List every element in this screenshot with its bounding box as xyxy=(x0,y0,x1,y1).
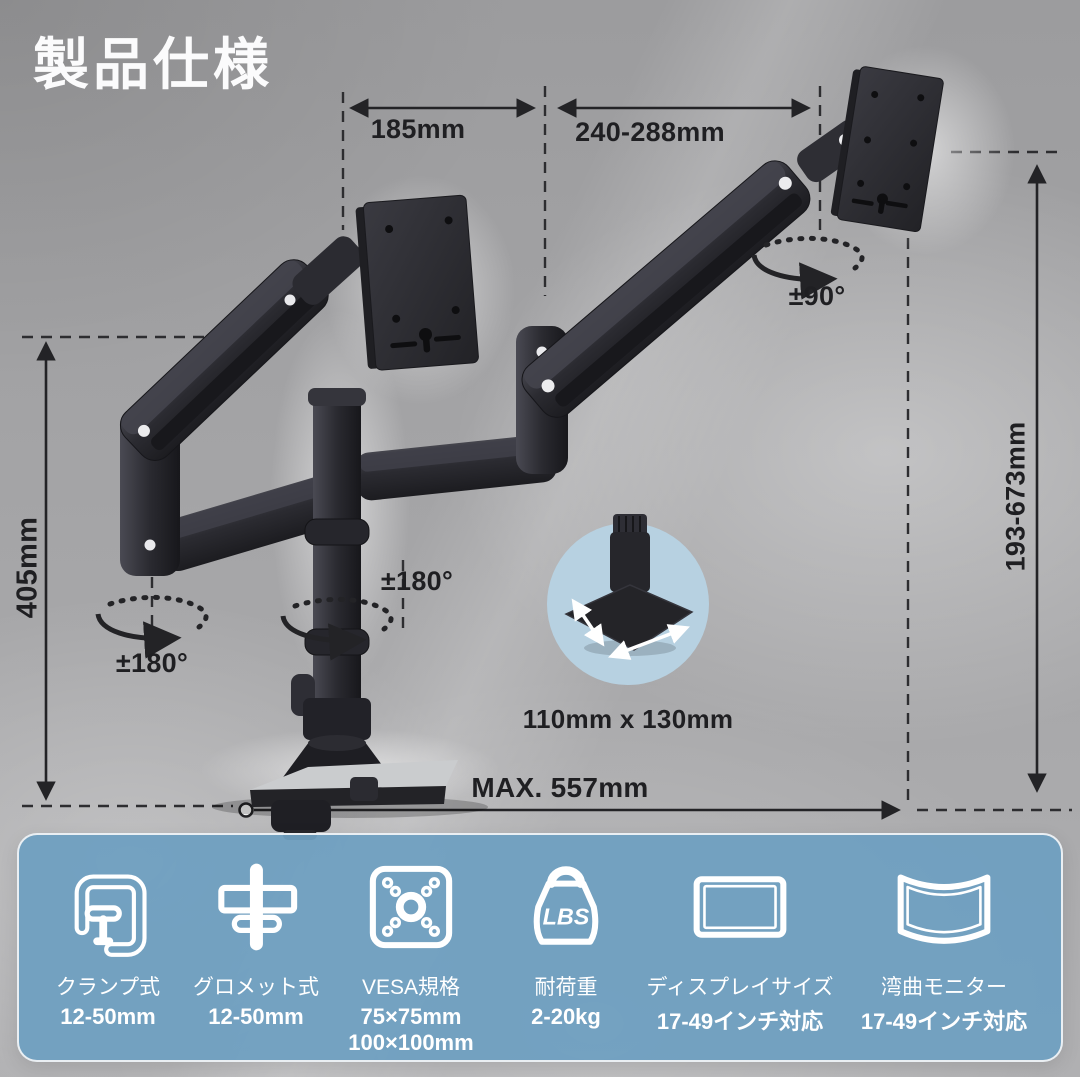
feature-grommet: グロメット式 12-50mm xyxy=(183,845,329,1060)
right-lower-arm xyxy=(355,434,557,501)
weight-icon: LBS xyxy=(533,866,599,945)
feature-display-size: ディスプレイサイズ 17-49インチ対応 xyxy=(639,845,841,1060)
page-title: 製品仕様 xyxy=(33,33,273,96)
vesa-icon xyxy=(369,865,453,949)
feature-panel: クランプ式 12-50mm グロメット式 12-50mm xyxy=(17,833,1063,1062)
dim-base-size: 110mm x 130mm xyxy=(522,704,734,734)
left-lower-arm xyxy=(156,470,361,572)
dim-vesa-rotation: ±90° xyxy=(788,281,846,311)
feature-value: 75×75mm xyxy=(360,1004,462,1029)
dim-arm-rear-length: 240-288mm xyxy=(575,117,725,147)
right-gas-arm xyxy=(521,160,811,418)
clamp-base xyxy=(250,735,458,840)
feature-curved-monitor: 湾曲モニター 17-49インチ対応 xyxy=(841,845,1047,1060)
dim-pole-height: 405mm xyxy=(11,516,44,619)
dim-max-reach: MAX. 557mm xyxy=(471,772,649,803)
feature-value: 2-20kg xyxy=(531,1004,601,1029)
dim-arm-front-length: 185mm xyxy=(370,114,466,144)
feature-label: ディスプレイサイズ xyxy=(646,976,834,999)
center-pole xyxy=(291,388,371,764)
under-desk-bracket xyxy=(271,800,331,832)
rotation-arrow-vesa xyxy=(751,235,865,300)
left-vesa-plate xyxy=(355,194,479,371)
feature-label: 耐荷重 xyxy=(534,976,598,999)
feature-clamp: クランプ式 12-50mm xyxy=(33,845,183,1060)
base-size-inset xyxy=(547,514,709,685)
desk-plate-top xyxy=(250,760,458,790)
feature-vesa: VESA規格 75×75mm 100×100mm xyxy=(329,845,493,1060)
rotation-arrow-pole xyxy=(280,596,394,661)
left-gas-arm xyxy=(119,259,329,461)
feature-value: 100×100mm xyxy=(348,1030,474,1055)
lbs-text: LBS xyxy=(543,903,590,929)
dim-height-range: 193-673mm xyxy=(1000,421,1031,572)
feature-value: 17-49インチ対応 xyxy=(656,1009,824,1034)
left-plate-bracket xyxy=(292,236,364,305)
feature-value: 17-49インチ対応 xyxy=(860,1009,1028,1034)
grommet-icon xyxy=(218,863,298,951)
feature-label: グロメット式 xyxy=(193,976,319,999)
feature-label: クランプ式 xyxy=(55,976,161,999)
feature-value: 12-50mm xyxy=(60,1004,156,1029)
clamp-icon xyxy=(74,874,147,957)
inset-dimension-arrows xyxy=(571,598,690,660)
monitor-arm-product xyxy=(119,45,1015,840)
curved-monitor-icon xyxy=(897,874,991,944)
feature-value: 12-50mm xyxy=(208,1004,304,1029)
dim-arm-rotation: ±180° xyxy=(115,648,189,678)
feature-label: VESA規格 xyxy=(361,976,461,999)
max-reach-origin-dot xyxy=(238,802,254,818)
right-vesa-plate xyxy=(830,66,944,233)
feature-label: 湾曲モニター xyxy=(881,976,1007,999)
flat-monitor-icon xyxy=(693,876,787,938)
dim-pole-rotation: ±180° xyxy=(380,566,454,596)
rotation-arrow-arm xyxy=(95,594,209,659)
feature-weight: LBS 耐荷重 2-20kg xyxy=(493,845,639,1060)
